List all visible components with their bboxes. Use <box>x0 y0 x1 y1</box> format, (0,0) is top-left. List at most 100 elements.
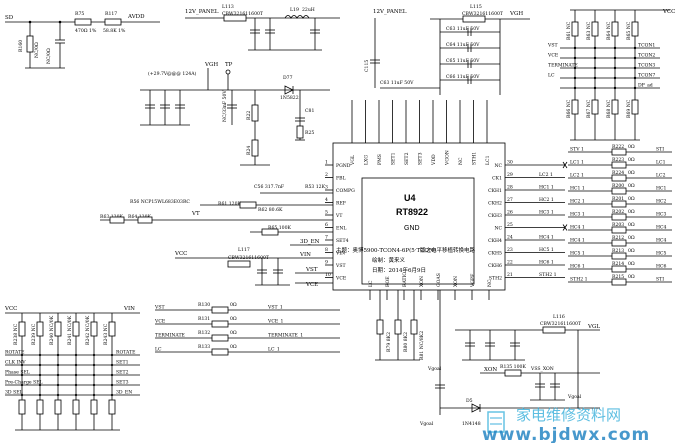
right-net-in: HC4 1 <box>570 225 585 231</box>
right-net-in: HC1 1 <box>570 186 585 192</box>
pin-name-bottom: NC <box>487 279 493 287</box>
pin-name-right: CKH5 <box>488 251 502 257</box>
pin-num-left: 9 <box>325 260 328 266</box>
right-net-out: LC1 <box>656 160 666 166</box>
right-net-in: HC3 1 <box>570 212 585 218</box>
pin-name-right: NC <box>494 163 502 169</box>
bl-vcc: VCC <box>4 306 17 312</box>
bl-vin: VIN <box>123 306 135 312</box>
right-net-res-val: 0Ω <box>628 144 635 150</box>
vgoal-mid-2: Vgoal <box>419 421 434 427</box>
r75-label: R75 <box>75 11 84 17</box>
right-net-res-val: 0Ω <box>628 196 635 202</box>
bl-row-left: 3D SEL <box>5 390 23 396</box>
pin-name-right: CKH2 <box>488 201 502 207</box>
pin-num-right: 29 <box>507 172 513 178</box>
right-net-out: HC4 <box>656 238 667 244</box>
r117-value: 58.8K 1% <box>103 28 126 34</box>
r61-label: R61 120K <box>218 201 242 207</box>
bl-row-right: SET3 <box>116 380 129 386</box>
connector-vcc: VCC <box>662 9 675 15</box>
bm-row-res: R133 <box>198 344 210 350</box>
left-feedback-network: R56 NCP15WL683E03RC C56 317.7nF R53 12K … <box>100 184 333 288</box>
vgh-cap-label: C63 11uF 50V <box>446 26 480 32</box>
l115-label: L115 <box>470 4 482 10</box>
pin-num-left: 8 <box>325 247 328 253</box>
bm-row-res-val: 0Ω <box>230 316 237 322</box>
pin-num-right: 24 <box>507 235 513 241</box>
l19-label: L19 <box>290 7 299 13</box>
right-net-out: HC1 <box>656 186 667 192</box>
vgh-range: (+29.7V@@@ 124A) <box>148 70 197 77</box>
bl-res-top: R239 NC <box>31 323 37 345</box>
pin-name-bottom: XON <box>419 276 425 287</box>
pin-net-right: HC6 1 <box>539 260 554 266</box>
right-net-in: HC5 1 <box>570 251 585 257</box>
connector-res-top: R61 NC <box>566 21 572 40</box>
r24-label: R24 <box>246 146 252 155</box>
watermark-cn: 家电维修资料网 <box>516 406 621 424</box>
pin-name-right: STH2 <box>489 276 502 282</box>
d77-label: D77 <box>283 75 293 81</box>
connector-row-right: DP_ad <box>638 83 653 89</box>
right-net-res-val: 0Ω <box>628 274 635 280</box>
right-net-res-val: 0Ω <box>628 222 635 228</box>
bl-res-top: R238 NC <box>13 323 19 345</box>
bl-row-right: SET1 <box>116 360 129 366</box>
right-net-in: HC6 1 <box>570 264 585 270</box>
c115-label: C115 <box>364 60 370 72</box>
connector-row-left: LC <box>548 73 555 79</box>
right-net-res-val: 0Ω <box>628 209 635 215</box>
connector-res-bottom: R66 NC <box>566 99 572 118</box>
pin-name-top: LXG <box>364 155 370 165</box>
pin-num-left: 4 <box>325 197 328 203</box>
pin-num-left: 3 <box>325 185 328 191</box>
right-net-res: R202 <box>612 209 624 215</box>
r65-label: R65 100K <box>268 225 292 231</box>
right-net-res: R214 <box>612 261 624 267</box>
connector-row-left: VCE <box>547 53 558 59</box>
pin-net-right: STH2 1 <box>539 272 557 278</box>
pin-name-left: VCE <box>335 276 346 282</box>
l19-value: 22uH <box>302 7 315 13</box>
pin-name-left: PGND <box>336 163 351 169</box>
pin-num-right: 28 <box>507 185 513 191</box>
c-comp-label: C56 317.7nF <box>254 184 284 190</box>
ic-note-title-2: 版之电平移植转换电路 <box>420 246 476 254</box>
right-net-out: HC5 <box>656 251 667 257</box>
watermark-url: www.bjdwx.com <box>482 425 650 443</box>
l113-value: CBW321611600T <box>222 11 264 17</box>
connector-res-top: R63 NC <box>586 21 592 40</box>
r81-label: R81 NC/8K2 <box>419 331 425 360</box>
vgh-cap-label: C65 11uF 50V <box>446 58 480 64</box>
connector-row-right: TCON7 <box>638 73 655 79</box>
enl-label: 3D_EN <box>300 239 320 245</box>
vt-label: VT <box>191 211 200 217</box>
r62-label: R62 80.6K <box>258 207 283 213</box>
right-net-res: R222 <box>612 144 624 150</box>
right-net-out: STI <box>656 277 664 283</box>
r80-label: R80 8K2 <box>403 332 409 352</box>
connector-row-left: VST <box>547 43 558 49</box>
pin-name-top: SET3 <box>418 152 424 165</box>
bm-row-out: LC_1 <box>268 347 280 353</box>
r25-label: R25 <box>305 130 314 136</box>
r117-label: R117 <box>105 11 117 17</box>
r56-label: R56 NCP15WL683E03RC <box>130 199 190 205</box>
connector-res-top: R64 NC <box>606 21 612 40</box>
right-net-in: HC2 1 <box>570 199 585 205</box>
pin-name-bottom: ROE <box>385 276 391 287</box>
pin-name-top: PMS <box>377 154 383 165</box>
xon-label: XON <box>484 367 497 373</box>
right-net-out: HC6 <box>656 264 667 270</box>
vce-net: VCE <box>305 282 318 288</box>
pin-name-bottom: GOAS <box>436 273 442 287</box>
right-net-res: R212 <box>612 235 624 241</box>
